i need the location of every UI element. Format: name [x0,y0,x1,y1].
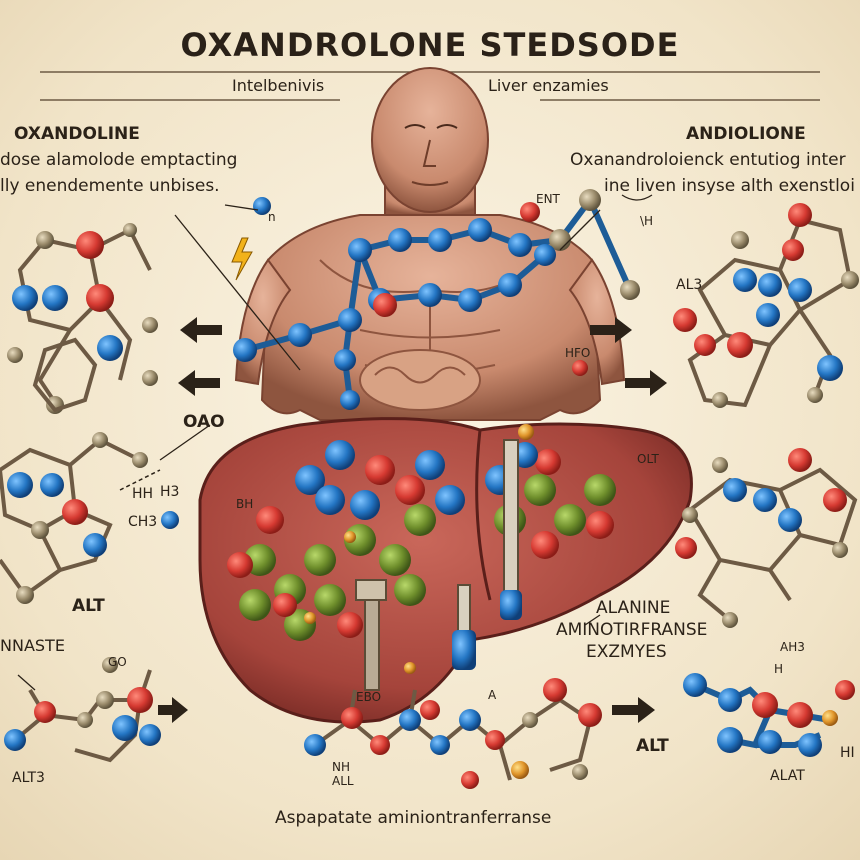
label-ebo: EBO [356,690,382,704]
right-block-line2: ine liven insyse alth exenstloi [604,176,855,196]
alanine-line2: AMINOTIRFRANSE [556,620,708,640]
left-upper-molecule [7,223,158,414]
subtitle-right: Liver enzamies [488,76,609,95]
bottom-caption: Aspapatate aminiontranferranse [275,808,552,828]
label-alat: ALAT [770,768,805,784]
bottom-left-molecule [4,657,161,763]
lightning-icon [231,237,253,281]
right-block-line1: Oxanandroloienck entutiog inter [570,150,846,170]
subtitle-left: Intelbenivis [232,76,325,95]
label-hfo: HFO [565,346,591,360]
label-ch3: CH3 [128,514,158,530]
label-h3: H3 [160,484,180,500]
label-alt-left: ALT [72,596,105,616]
label-hh: HH [132,486,154,502]
label-h-right: H [774,662,784,676]
label-al3: AL3 [676,277,703,293]
right-block-heading: ANDIOLIONE [686,124,806,144]
label-alt3: ALT3 [12,770,45,786]
bottom-right-molecule [683,673,855,757]
right-lower-molecule [675,448,858,628]
pointer-lines [17,194,653,691]
alanine-line3: EXZMYES [586,642,667,662]
label-oh: \H [640,214,654,228]
label-a: A [488,688,497,702]
label-oao: OAO [183,412,225,432]
left-block-line2: lly enendemente unbises. [0,176,220,196]
label-olt: OLT [637,452,659,466]
label-ent: ENT [536,192,560,206]
label-hi: HI [840,745,855,761]
label-n: n [268,210,276,224]
torso-molecule-atoms [233,189,640,410]
left-block-heading: OXANDOLINE [14,124,140,144]
arrows [158,317,667,723]
label-alt-mid: ALT [636,736,669,756]
label-go: GO [108,655,127,669]
alanine-line1: ALANINE [596,598,671,618]
label-nnaste: NNASTE [0,636,65,655]
right-upper-molecule [673,203,859,408]
bottom-center-chain [304,678,602,789]
liver-illustration [198,417,693,724]
label-nh-all: NH ALL [332,760,354,788]
page-title: OXANDROLONE STEDSODE [180,26,680,64]
label-bh: BH [236,497,254,511]
label-ah3: AH3 [780,640,805,654]
probe-instruments [355,439,522,691]
left-block-line1: dose alamolode emptacting [0,150,238,170]
left-lower-molecule [0,432,179,604]
enzyme-cluster [227,424,616,674]
